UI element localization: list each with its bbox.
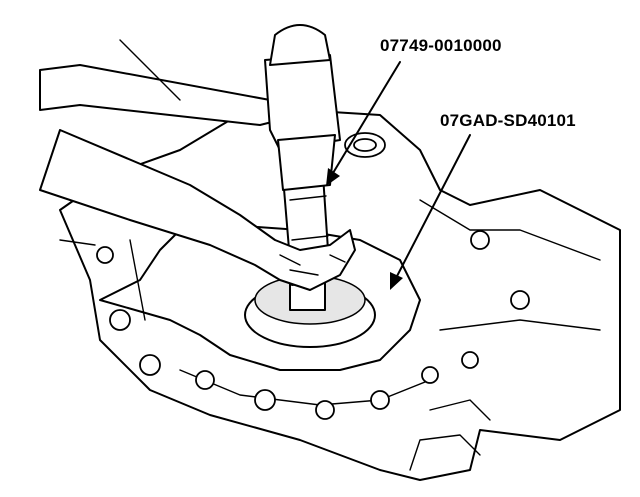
tool-callout-label: 07GAD-SD40101 [440,111,576,130]
bolt-holes [96,132,530,420]
driver-plate [244,275,376,348]
tool-callout-label: 07749-0010000 [380,36,502,55]
leader-arrowhead [390,272,403,290]
leader-arrowhead [326,168,340,186]
hammer [39,24,341,191]
hand [39,129,356,291]
leader-lines [326,61,471,290]
